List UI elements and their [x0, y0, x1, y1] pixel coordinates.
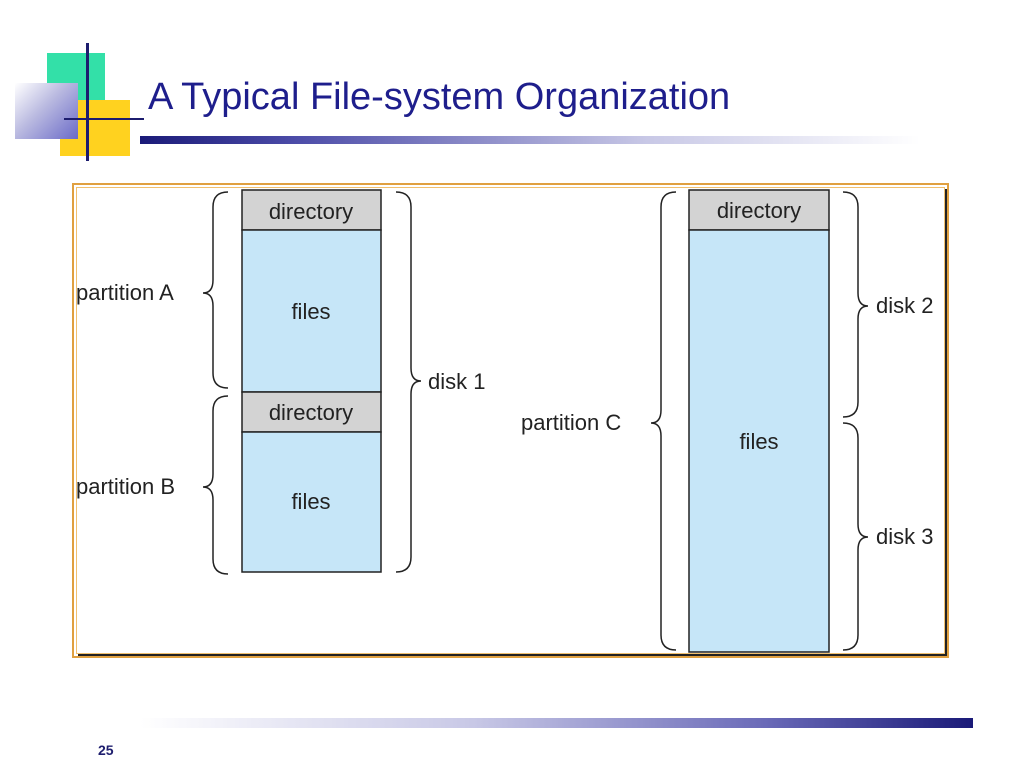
decor-vertical-line: [86, 43, 89, 161]
decor-horizontal-line: [64, 118, 144, 120]
partition-b-files-box: [241, 431, 382, 573]
partition-c-directory-label: directory: [717, 198, 801, 223]
disk-2-label: disk 2: [876, 293, 933, 318]
page-number: 25: [98, 742, 114, 758]
diagram-frame-inner: [76, 187, 945, 654]
disk-1-label: disk 1: [428, 369, 485, 394]
partition-a-directory-label: directory: [269, 199, 353, 224]
partition-c-side-label: partition C: [521, 410, 621, 435]
disk-3-label: disk 3: [876, 524, 933, 549]
partition-a-directory-box: [241, 189, 382, 231]
partition-a-files-label: files: [291, 299, 330, 324]
partition-c-files-label: files: [739, 429, 778, 454]
partition-b-brace: [202, 395, 229, 575]
partition-a-side-label: partition A: [76, 280, 174, 305]
title-underline: [140, 136, 920, 144]
partition-a-files-box: [241, 229, 382, 393]
partition-c-files-box: [688, 229, 830, 653]
slide-title: A Typical File-system Organization: [148, 76, 731, 118]
frame-shadow-right: [945, 189, 947, 656]
decor-blue-square: [15, 83, 78, 139]
footer-rule: [140, 718, 973, 728]
partition-b-files-label: files: [291, 489, 330, 514]
partition-a-brace: [202, 191, 229, 389]
disk-1-brace: [395, 191, 422, 573]
frame-shadow-bottom: [78, 654, 947, 656]
partition-c-brace: [650, 191, 677, 651]
disk-2-brace: [842, 191, 869, 418]
partition-b-side-label: partition B: [76, 474, 175, 499]
partition-b-directory-label: directory: [269, 400, 353, 425]
partition-b-directory-box: [241, 391, 382, 433]
disk-3-brace: [842, 422, 869, 651]
